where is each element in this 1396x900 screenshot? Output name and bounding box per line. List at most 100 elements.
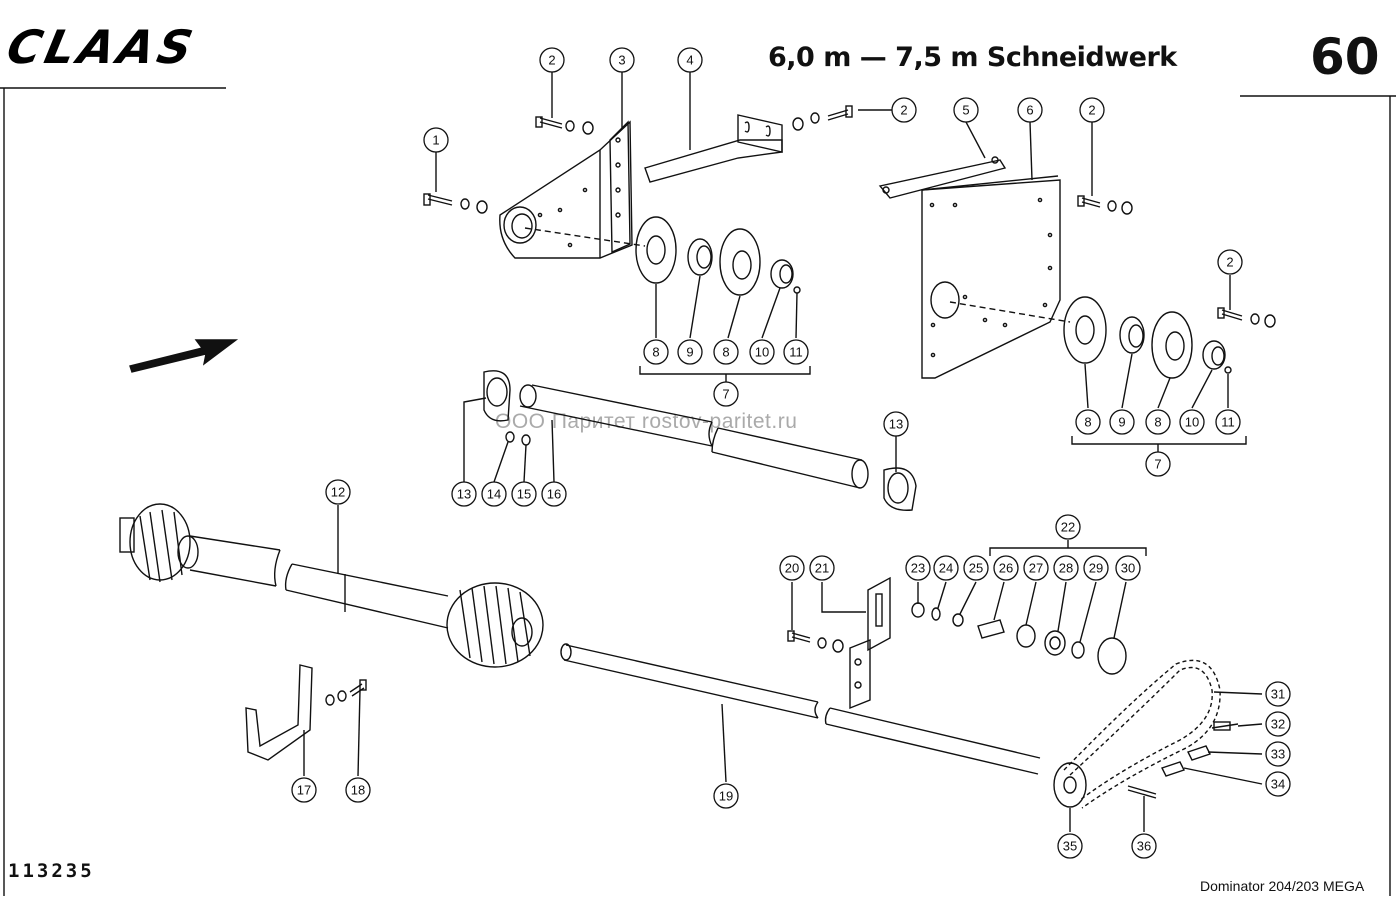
callout-7: 7 <box>713 381 739 407</box>
callout-number: 31 <box>1271 687 1285 702</box>
callout-number: 10 <box>1185 415 1199 430</box>
callout-number: 33 <box>1271 747 1285 762</box>
callout-circle <box>1053 555 1079 581</box>
callout-number: 27 <box>1029 561 1043 576</box>
callout-2: 2 <box>1079 97 1105 123</box>
callout-8: 8 <box>1075 409 1101 435</box>
callout-1: 1 <box>423 127 449 153</box>
callout-circle <box>1179 409 1205 435</box>
callout-circle <box>345 777 371 803</box>
callout-8: 8 <box>1145 409 1171 435</box>
callout-circle <box>1109 409 1135 435</box>
callout-number: 35 <box>1063 839 1077 854</box>
callout-circle <box>1131 833 1157 859</box>
callout-23: 23 <box>905 555 931 581</box>
callout-circle <box>451 481 477 507</box>
callout-number: 1 <box>432 133 439 148</box>
callout-21: 21 <box>809 555 835 581</box>
callout-5: 5 <box>953 97 979 123</box>
watermark: ООО Паритет rostov-paritet.ru <box>495 410 798 433</box>
callout-circle <box>1115 555 1141 581</box>
callout-number: 8 <box>652 345 659 360</box>
callout-number: 11 <box>789 345 803 360</box>
callout-circle <box>423 127 449 153</box>
callout-2: 2 <box>891 97 917 123</box>
callout-number: 4 <box>686 53 693 68</box>
bearing-plate-left <box>499 120 646 259</box>
callout-12: 12 <box>325 479 351 505</box>
callout-31: 31 <box>1265 681 1291 707</box>
frame-lines <box>0 87 1396 896</box>
chain-and-sprocket <box>1053 659 1239 809</box>
callout-circle <box>541 481 567 507</box>
callout-number: 30 <box>1121 561 1135 576</box>
callout-8: 8 <box>713 339 739 365</box>
callout-circle <box>1055 514 1081 540</box>
callout-number: 17 <box>297 783 311 798</box>
callout-number: 8 <box>722 345 729 360</box>
callout-circle <box>325 479 351 505</box>
callout-28: 28 <box>1053 555 1079 581</box>
callout-number: 24 <box>939 561 953 576</box>
callout-16: 16 <box>541 481 567 507</box>
document-number: 113235 <box>8 860 95 882</box>
page-number: 60 <box>1310 28 1380 86</box>
callout-number: 13 <box>889 417 903 432</box>
callout-circle <box>933 555 959 581</box>
callout-number: 7 <box>1154 457 1161 472</box>
callout-circle <box>779 555 805 581</box>
callout-11: 11 <box>1215 409 1241 435</box>
callout-17: 17 <box>291 777 317 803</box>
callout-number: 11 <box>1221 415 1235 430</box>
callout-number: 22 <box>1061 520 1075 535</box>
callout-27: 27 <box>1023 555 1049 581</box>
callout-29: 29 <box>1083 555 1109 581</box>
callout-7: 7 <box>1145 451 1171 477</box>
callout-number: 18 <box>351 783 365 798</box>
callout-number: 2 <box>900 103 907 118</box>
callout-number: 5 <box>962 103 969 118</box>
callout-number: 2 <box>548 53 555 68</box>
callout-35: 35 <box>1057 833 1083 859</box>
callout-22: 22 <box>1055 514 1081 540</box>
callout-number: 8 <box>1154 415 1161 430</box>
callout-33: 33 <box>1265 741 1291 767</box>
model-label: Dominator 204/203 MEGA <box>1200 878 1365 894</box>
callout-circle <box>1075 409 1101 435</box>
callout-circle <box>609 47 635 73</box>
callout-circle <box>1083 555 1109 581</box>
callout-circle <box>539 47 565 73</box>
callout-circle <box>1057 833 1083 859</box>
callout-circle <box>1017 97 1043 123</box>
callout-circle <box>1215 409 1241 435</box>
callout-number: 26 <box>999 561 1013 576</box>
callout-number: 9 <box>686 345 693 360</box>
callout-number: 25 <box>969 561 983 576</box>
fasteners-top-left <box>423 105 853 214</box>
callout-20: 20 <box>779 555 805 581</box>
callout-2: 2 <box>1217 249 1243 275</box>
callout-circle <box>291 777 317 803</box>
chain-tensioner-bracket <box>787 576 1127 710</box>
callout-number: 15 <box>517 487 531 502</box>
callout-number: 16 <box>547 487 561 502</box>
callout-circle <box>963 555 989 581</box>
callout-36: 36 <box>1131 833 1157 859</box>
callout-number: 6 <box>1026 103 1033 118</box>
callout-circle <box>749 339 775 365</box>
callout-number: 3 <box>618 53 625 68</box>
callout-19: 19 <box>713 783 739 809</box>
callout-circle <box>1145 451 1171 477</box>
callout-14: 14 <box>481 481 507 507</box>
callout-number: 2 <box>1226 255 1233 270</box>
callout-circle <box>1023 555 1049 581</box>
callout-circle <box>677 339 703 365</box>
callout-number: 2 <box>1088 103 1095 118</box>
leader-lines <box>303 72 1263 832</box>
bearing-stack-left <box>635 216 801 296</box>
callout-circle <box>511 481 537 507</box>
callout-10: 10 <box>749 339 775 365</box>
side-plate-right <box>878 156 1133 379</box>
